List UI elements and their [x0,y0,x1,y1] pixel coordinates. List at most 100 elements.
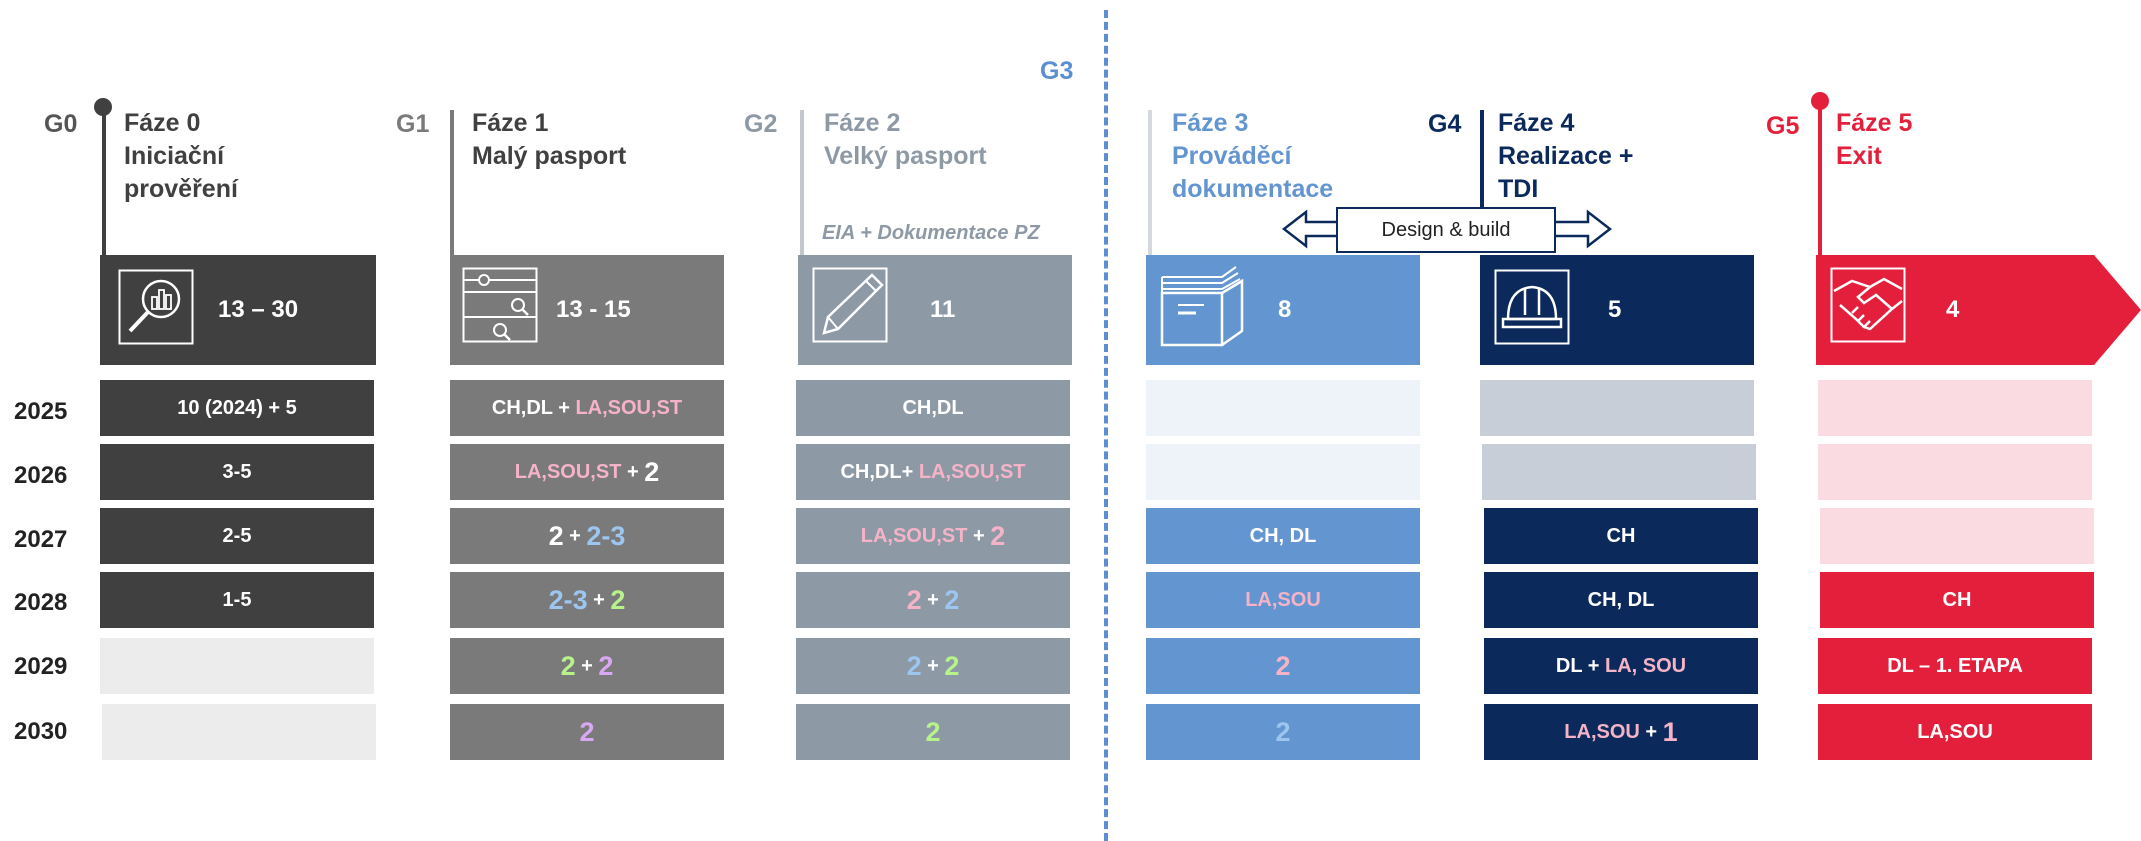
cell-text-segment: 2 [1275,650,1291,681]
year-label-2026: 2026 [14,462,68,489]
cell-text-segment: DL – 1. ETAPA [1887,654,2023,677]
filter-sliders-icon [462,267,538,343]
p5-cell-2030: LA,SOU [1818,704,2092,760]
p2-cell-2025: CH,DL [796,380,1070,436]
p4-cell-2030: LA,SOU + 1 [1484,704,1758,760]
gate-g3-divider [1104,10,1108,841]
cell-text-segment: 2 [1275,716,1291,747]
gate-label-g3: G3 [1040,57,1074,85]
cell-text-segment: 2-5 [222,524,252,547]
p4-cell-2028: CH, DL [1484,572,1758,628]
p2-cell-2026: CH,DL+ LA,SOU,ST [796,444,1070,500]
p0-cell-2025: 10 (2024) + 5 [100,380,374,436]
year-label-2025: 2025 [14,398,68,425]
phase4-timeline [1480,110,1484,210]
cell-text-segment: 2 [644,456,660,487]
gate-label-g0: G0 [44,110,78,138]
cell-text-segment: + [921,588,945,611]
year-label-2030: 2030 [14,718,68,745]
phase1-count: 13 - 15 [556,296,631,323]
p5-cell-2029: DL – 1. ETAPA [1818,638,2092,694]
p0-cell-2026: 3-5 [100,444,374,500]
cell-text-segment: 2 [906,584,922,615]
p3-cell-2027: CH, DL [1146,508,1420,564]
cell-text-segment: CH [1606,524,1636,547]
cell-text-segment: LA,SOU [1564,720,1640,743]
design-build-label: Design & build [1336,207,1556,253]
hard-hat-icon [1494,269,1570,345]
p4-cell-2025 [1480,380,1754,436]
cell-text-segment: LA,SOU,ST [860,524,968,547]
p4-cell-2027: CH [1484,508,1758,564]
search-chart-icon [118,269,194,345]
cell-text-segment: 10 (2024) + 5 [177,396,297,419]
cell-text-segment: CH,DL + [491,396,576,419]
cell-text-segment: 1 [1662,716,1678,747]
phase2-note: EIA + Dokumentace PZ [822,222,1040,244]
phase2-timeline [800,110,804,256]
cell-text-segment: CH [1942,588,1972,611]
p1-cell-2030: 2 [450,704,724,760]
gate-label-g4: G4 [1428,110,1462,138]
p2-cell-2028: 2 + 2 [796,572,1070,628]
p3-cell-2028: LA,SOU [1146,572,1420,628]
phase2-block: 11 [798,255,1072,365]
gate-g0-marker [94,98,112,116]
cell-text-segment: + [1639,720,1663,743]
p1-cell-2028: 2-3 + 2 [450,572,724,628]
phase3-block: 8 [1146,255,1420,365]
cell-text-segment: 2 [990,520,1006,551]
cell-text-segment: + [575,654,599,677]
phase3-timeline [1148,110,1152,256]
cell-text-segment: LA,SOU,ST [575,396,683,419]
cell-text-segment: 2 [598,650,614,681]
year-label-2028: 2028 [14,589,68,616]
cell-text-segment: + [563,524,587,547]
cell-text-segment: 1-5 [222,588,252,611]
pencil-document-icon [812,267,888,343]
p3-cell-2025 [1146,380,1420,436]
phase5-block: 4 [1816,255,2090,365]
p5-cell-2028: CH [1820,572,2094,628]
p3-cell-2030: 2 [1146,704,1420,760]
p1-cell-2025: CH,DL + LA,SOU,ST [450,380,724,436]
cell-text-segment: LA,SOU [1245,588,1321,611]
cell-text-segment: 2 [610,584,626,615]
phase5-timeline [1818,100,1822,256]
p1-cell-2029: 2 + 2 [450,638,724,694]
gate-label-g5: G5 [1766,112,1800,140]
phase0-block: 13 – 30 [100,255,376,365]
p5-cell-2026 [1818,444,2092,500]
cell-text-segment: 2 [560,650,576,681]
phase5-count: 4 [1946,296,1960,323]
cell-text-segment: CH,DL [902,396,964,419]
phase0-timeline [102,104,106,256]
cell-text-segment: 2 [925,716,941,747]
gate-g5-marker [1811,92,1829,110]
p1-cell-2026: LA,SOU,ST + 2 [450,444,724,500]
cell-text-segment: 2 [579,716,595,747]
cell-text-segment: CH,DL+ [840,460,919,483]
handshake-icon [1830,267,1906,343]
p1-cell-2027: 2 + 2-3 [450,508,724,564]
cell-text-segment: + [621,460,645,483]
p2-cell-2027: LA,SOU,ST + 2 [796,508,1070,564]
p2-cell-2029: 2 + 2 [796,638,1070,694]
phase2-count: 11 [930,296,956,323]
p5-cell-2027 [1820,508,2094,564]
phase1-timeline [450,110,454,256]
cell-text-segment: LA,SOU [1917,720,1993,743]
cell-text-segment: CH, DL [1249,524,1317,547]
cell-text-segment: + [587,588,611,611]
cell-text-segment: CH, DL [1587,588,1655,611]
gate-label-g2: G2 [744,110,778,138]
phase0-count: 13 – 30 [218,296,299,323]
cell-text-segment: 2 [944,650,960,681]
phase1-block: 13 - 15 [450,255,724,365]
cell-text-segment: LA, SOU [1604,654,1687,677]
